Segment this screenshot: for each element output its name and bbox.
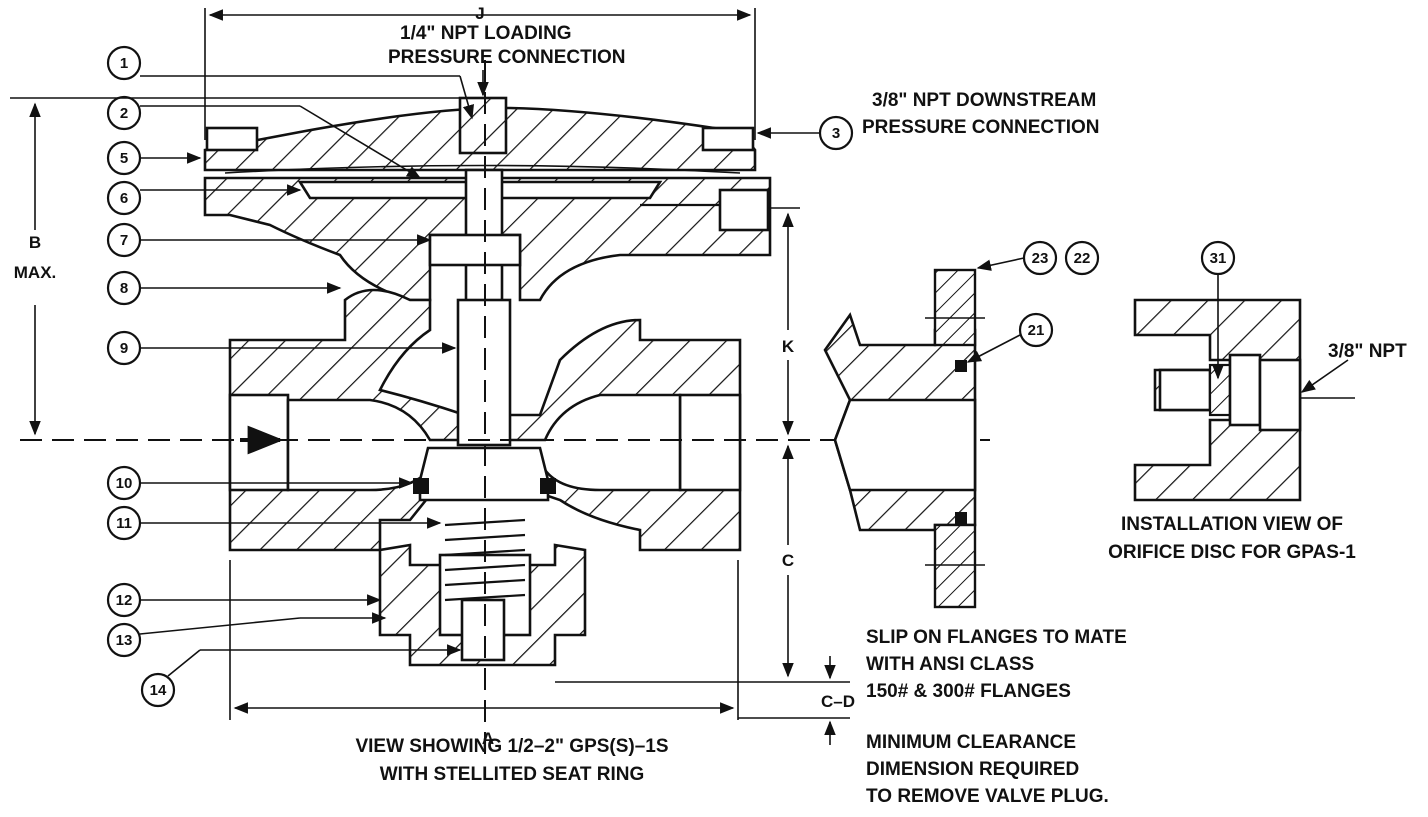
callout-5: 5 [106, 140, 202, 176]
svg-text:5: 5 [120, 150, 128, 167]
callout-23: 23 [976, 240, 1058, 276]
loading-fitting [458, 96, 508, 155]
callout-1: 1 [106, 45, 474, 120]
downstream-fitting [718, 188, 770, 232]
svg-text:6: 6 [120, 190, 128, 207]
callout-3: 3 [756, 115, 854, 151]
callout-12: 12 [106, 582, 382, 618]
loading-connection-line2: PRESSURE CONNECTION [388, 47, 626, 68]
callout-21: 21 [966, 312, 1054, 363]
view-caption-line2: WITH STELLITED SEAT RING [380, 764, 645, 785]
flanges-line1: SLIP ON FLANGES TO MATE [866, 627, 1127, 648]
installation-view-line1: INSTALLATION VIEW OF [1121, 514, 1343, 535]
main-valve [203, 96, 772, 667]
svg-text:12: 12 [116, 592, 133, 609]
clearance-line2: DIMENSION REQUIRED [866, 759, 1079, 780]
seat-ring-left [413, 478, 429, 494]
outlet-port [678, 393, 742, 492]
callout-9: 9 [106, 330, 457, 366]
flanges-line3: 150# & 300# FLANGES [866, 681, 1071, 702]
orifice-disc [1208, 363, 1232, 417]
dim-k-label: K [782, 337, 795, 356]
callout-10: 10 [106, 465, 414, 501]
plug-guide [460, 598, 506, 662]
orifice-bore [1158, 368, 1212, 412]
bolt-left [205, 126, 259, 152]
flange-lower [933, 523, 977, 609]
clearance-line1: MINIMUM CLEARANCE [866, 732, 1076, 753]
o-ring-upper [955, 360, 967, 372]
installation-view-line2: ORIFICE DISC FOR GPAS-1 [1108, 542, 1356, 563]
stem-guide [428, 233, 522, 267]
svg-text:7: 7 [120, 232, 128, 249]
callout-14: 14 [140, 644, 462, 708]
callout-2: 2 [106, 95, 422, 179]
o-ring-lower [955, 512, 967, 524]
inlet-port [228, 393, 290, 492]
dim-c-label: C [782, 551, 794, 570]
downstream-connection-line2: PRESSURE CONNECTION [862, 117, 1100, 138]
orifice-installation-view: 31 3/8" NPT [1133, 240, 1407, 502]
svg-text:9: 9 [120, 340, 128, 357]
callout-31: 31 [1200, 240, 1236, 380]
callout-13: 13 [106, 612, 387, 658]
flange-detail: 23 22 21 [823, 240, 1100, 609]
seat-ring-right [540, 478, 556, 494]
svg-text:11: 11 [116, 515, 132, 532]
bolt-right [701, 126, 755, 152]
npt-label: 3/8" NPT [1328, 341, 1407, 362]
pipe-bore [833, 398, 977, 492]
downstream-connection-line1: 3/8" NPT DOWNSTREAM [872, 90, 1096, 111]
npt-fitting-outer [1258, 358, 1302, 432]
svg-text:21: 21 [1028, 322, 1045, 339]
svg-text:10: 10 [116, 475, 133, 492]
callout-11: 11 [106, 505, 442, 541]
dim-a-label: A [482, 729, 494, 748]
dimensions: J B MAX. K C A C–D [10, 4, 855, 748]
loading-connection-line1: 1/4" NPT LOADING [400, 23, 572, 44]
callout-6: 6 [106, 180, 302, 216]
npt-fitting-inner [1228, 353, 1262, 427]
svg-text:14: 14 [150, 682, 167, 699]
svg-text:1: 1 [120, 55, 128, 72]
svg-text:22: 22 [1074, 250, 1091, 267]
notes: 1/4" NPT LOADING PRESSURE CONNECTION 3/8… [355, 23, 1356, 807]
flange-upper [933, 268, 977, 347]
callouts: 1 2 3 5 6 7 [106, 45, 854, 708]
svg-text:23: 23 [1032, 250, 1049, 267]
dim-j-label: J [475, 4, 484, 23]
svg-text:3: 3 [832, 125, 840, 142]
callout-8: 8 [106, 270, 342, 306]
callout-7: 7 [106, 222, 432, 258]
diaphragm [224, 164, 741, 174]
dim-b-max: MAX. [14, 263, 57, 282]
dim-b-label: B [29, 233, 41, 252]
view-caption-line1: VIEW SHOWING 1/2–2" GPS(S)–1S [355, 736, 668, 757]
callout-22: 22 [1064, 240, 1100, 276]
dim-cd-label: C–D [821, 692, 855, 711]
svg-text:13: 13 [116, 632, 133, 649]
svg-text:2: 2 [120, 105, 128, 122]
svg-text:8: 8 [120, 280, 128, 297]
flanges-line2: WITH ANSI CLASS [866, 654, 1034, 675]
svg-text:31: 31 [1210, 250, 1227, 267]
clearance-line3: TO REMOVE VALVE PLUG. [866, 786, 1109, 807]
